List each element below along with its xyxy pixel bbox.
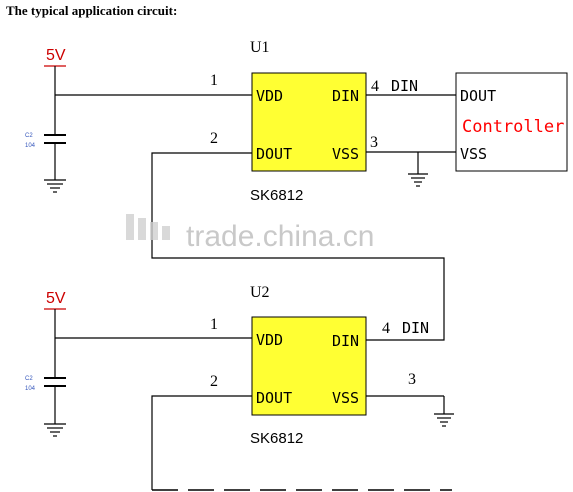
controller-title: Controller xyxy=(462,117,564,137)
supply-label-5v-1: 5V xyxy=(46,47,66,64)
pin-dout-1: DOUT xyxy=(256,145,292,163)
cap-value-2: 104 xyxy=(25,386,36,392)
pin-din-1: DIN xyxy=(332,87,359,105)
pin-number-vss-1: 3 xyxy=(370,134,378,151)
net-label-din-2: DIN xyxy=(402,319,429,337)
chip-part-2: SK6812 xyxy=(250,430,303,447)
pin-vdd-1: VDD xyxy=(256,87,283,105)
cap-name-2: C2 xyxy=(25,376,33,382)
pin-vdd-2: VDD xyxy=(256,331,283,349)
chip-ref-u2: U2 xyxy=(250,284,270,301)
dout-to-din-wire xyxy=(151,152,445,341)
pin-vss-1: VSS xyxy=(332,145,359,163)
watermark-logo xyxy=(126,214,170,240)
net-label-din-1: DIN xyxy=(391,77,418,95)
cap-name-1: C2 xyxy=(25,133,33,139)
pin-vss-2: VSS xyxy=(332,389,359,407)
controller-box xyxy=(455,72,568,172)
controller-vss-label: VSS xyxy=(460,145,487,163)
pin-number-vdd-1: 1 xyxy=(210,72,218,89)
pin-number-dout-2: 2 xyxy=(210,373,218,390)
cap-value-1: 104 xyxy=(25,143,36,149)
chip-ref-u1: U1 xyxy=(250,39,270,56)
supply-5v-block1: 5V C2 104 xyxy=(25,47,66,193)
pin-number-din-1: 4 xyxy=(371,78,379,95)
pin-number-vss-2: 3 xyxy=(408,371,416,388)
pin-number-dout-1: 2 xyxy=(210,130,218,147)
chip-u2 xyxy=(251,316,367,416)
ground-icon xyxy=(44,423,66,437)
chip-u1 xyxy=(251,72,367,172)
pin-number-din-2: 4 xyxy=(382,320,390,337)
pin-din-2: DIN xyxy=(332,332,359,350)
controller-dout-label: DOUT xyxy=(460,87,496,105)
watermark: trade.china.cn xyxy=(186,220,374,253)
pin-number-vdd-2: 1 xyxy=(210,316,218,333)
pin-dout-2: DOUT xyxy=(256,389,292,407)
supply-5v-block2: 5V C2 104 xyxy=(25,290,66,437)
ground-icon xyxy=(408,173,428,187)
supply-label-5v-2: 5V xyxy=(46,290,66,307)
ground-icon xyxy=(44,179,66,193)
chip-part-1: SK6812 xyxy=(250,187,303,204)
ground-icon xyxy=(434,413,454,427)
caption: The typical application circuit: xyxy=(6,3,178,18)
